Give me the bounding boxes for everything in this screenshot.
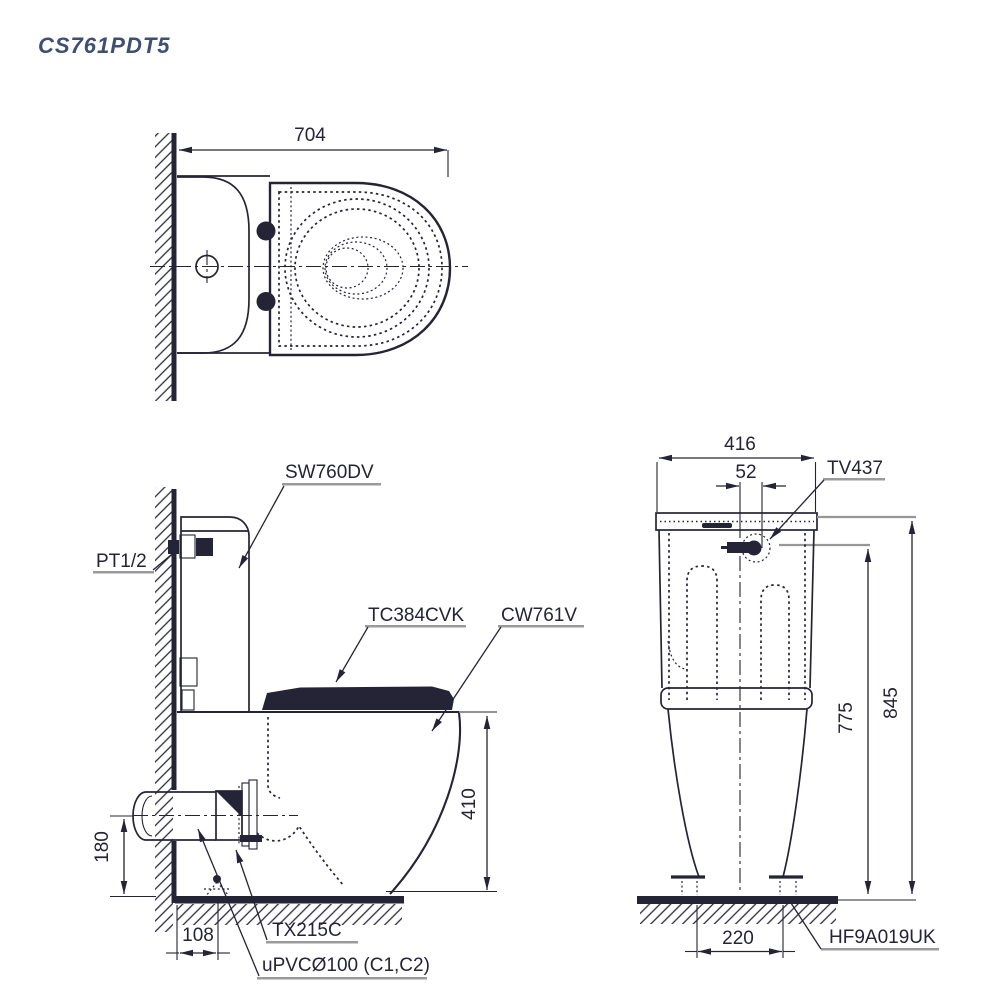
tv437-label: TV437 xyxy=(827,458,883,479)
pt12-leader xyxy=(152,549,178,571)
seat-lid-stipple-ring xyxy=(278,191,443,347)
hf9a019uk-label: HF9A019UK xyxy=(829,927,936,948)
sw760dv-leader xyxy=(238,485,285,569)
tc384cvk-leader xyxy=(335,626,369,683)
label-inlet-valve: TV437 xyxy=(769,458,885,540)
upvc-underline xyxy=(257,977,427,980)
floor-line-rear-view xyxy=(637,896,838,904)
cw761v-underline xyxy=(498,625,584,628)
hf9a019uk-leader xyxy=(788,899,822,950)
upvc-leader xyxy=(197,828,260,977)
label-connector: TX215C xyxy=(235,849,358,944)
wall-line-upper xyxy=(171,489,177,790)
supply-valve-nut xyxy=(168,540,179,554)
tank-right-edge xyxy=(809,529,815,689)
trap-outline-2 xyxy=(324,241,388,295)
tc384cvk-underline xyxy=(365,625,466,628)
label-bowl: CW761V xyxy=(431,605,584,732)
seat-hinge-left xyxy=(256,221,276,241)
dim-tank-width: 416 xyxy=(656,434,817,512)
pt12-underline xyxy=(93,571,154,574)
floor-hatch-rear-view xyxy=(640,904,836,924)
dim-total-height: 845 xyxy=(881,521,916,894)
tank-lower-detail-2 xyxy=(181,689,195,711)
connector-flange-2 xyxy=(248,779,258,850)
cw761v-label: CW761V xyxy=(501,605,577,626)
dim-valve-height: 775 xyxy=(836,549,872,894)
side-view: 180 108 410 SW760DV PT1/2 TC384C xyxy=(92,462,584,980)
hf9a019uk-underline xyxy=(821,948,939,951)
tank-side-view xyxy=(180,516,250,712)
sw760dv-underline xyxy=(282,483,381,486)
wall-line-lower xyxy=(171,841,177,903)
seat-ring-outer xyxy=(284,198,430,338)
bowl-base-band xyxy=(660,687,813,710)
trap-outline-3 xyxy=(325,247,369,289)
label-fixing-kit: HF9A019UK xyxy=(788,899,939,951)
seat-hinge-right xyxy=(256,292,276,311)
dim-outlet-offset: 108 xyxy=(166,903,230,960)
bowl-front-curve xyxy=(389,712,462,895)
model-number-title: CS761PDT5 xyxy=(38,33,171,58)
flush-pipe-hidden xyxy=(267,717,281,799)
sw760dv-label: SW760DV xyxy=(285,462,374,483)
dim-416-label: 416 xyxy=(724,434,756,455)
dim-775-label: 775 xyxy=(836,702,857,734)
dim-foot-span: 220 xyxy=(685,905,795,958)
dim-845-label: 845 xyxy=(881,687,902,719)
tank-top-view xyxy=(177,176,250,354)
tank-internal-right xyxy=(760,584,790,700)
trapway-hidden-curve xyxy=(256,824,345,887)
top-view: 704 xyxy=(150,125,468,401)
label-seat: TC384CVK xyxy=(335,605,466,683)
body-left-curve xyxy=(667,708,700,878)
dim-52-label: 52 xyxy=(735,462,756,483)
tx215c-leader xyxy=(235,849,268,941)
label-flush-valve: SW760DV xyxy=(238,462,381,569)
body-right-curve xyxy=(782,708,808,878)
inlet-valve-nut xyxy=(746,540,762,556)
dim-108-label: 108 xyxy=(182,925,214,946)
wall-hatch-side-view xyxy=(155,487,173,932)
inlet-valve-circle xyxy=(741,533,771,563)
label-drain-pipe: uPVCØ100 (C1,C2) xyxy=(197,828,430,980)
trap-outline-1 xyxy=(322,236,404,300)
tx215c-underline xyxy=(266,941,358,944)
label-supply: PT1/2 xyxy=(93,549,178,574)
pipe-end-cap-inner xyxy=(141,795,153,837)
upvc-label: uPVCØ100 (C1,C2) xyxy=(262,955,430,976)
dim-overall-depth: 704 xyxy=(179,125,449,177)
floor-hatch-side-view xyxy=(177,904,402,925)
pt12-label: PT1/2 xyxy=(96,551,147,572)
pipe-socket-wedge xyxy=(216,791,242,817)
wall-line-top-view xyxy=(171,133,177,401)
tc384cvk-label: TC384CVK xyxy=(368,605,464,626)
cw761v-leader xyxy=(431,626,502,732)
floor-line-side-view xyxy=(175,896,404,904)
tv437-underline xyxy=(823,478,885,481)
connector-base-bar xyxy=(240,835,262,842)
dim-220-label: 220 xyxy=(722,928,754,949)
dim-180-label: 180 xyxy=(92,831,113,863)
seat-ring-inner xyxy=(294,208,420,328)
seat-side-profile xyxy=(262,686,454,710)
dim-outlet-height: 180 xyxy=(92,815,156,898)
dim-rim-height: 410 xyxy=(459,716,491,890)
lid-button-detail xyxy=(702,523,732,528)
tank-lid-rear xyxy=(655,512,818,531)
seat-lid-outline xyxy=(268,181,452,357)
tank-left-edge xyxy=(658,529,663,689)
dim-valve-offset: 52 xyxy=(716,462,786,548)
dim-410-label: 410 xyxy=(459,788,480,820)
tank-lower-detail-1 xyxy=(179,657,198,687)
tx215c-label: TX215C xyxy=(272,920,342,941)
tank-internal-curve xyxy=(667,640,686,670)
supply-valve-cap xyxy=(196,538,213,556)
rear-view: 416 52 TV437 xyxy=(637,434,939,958)
tank-internal-left xyxy=(686,565,718,700)
inlet-valve-stem xyxy=(727,542,751,553)
supply-valve-body xyxy=(179,534,196,559)
dim-704-label: 704 xyxy=(294,125,326,146)
